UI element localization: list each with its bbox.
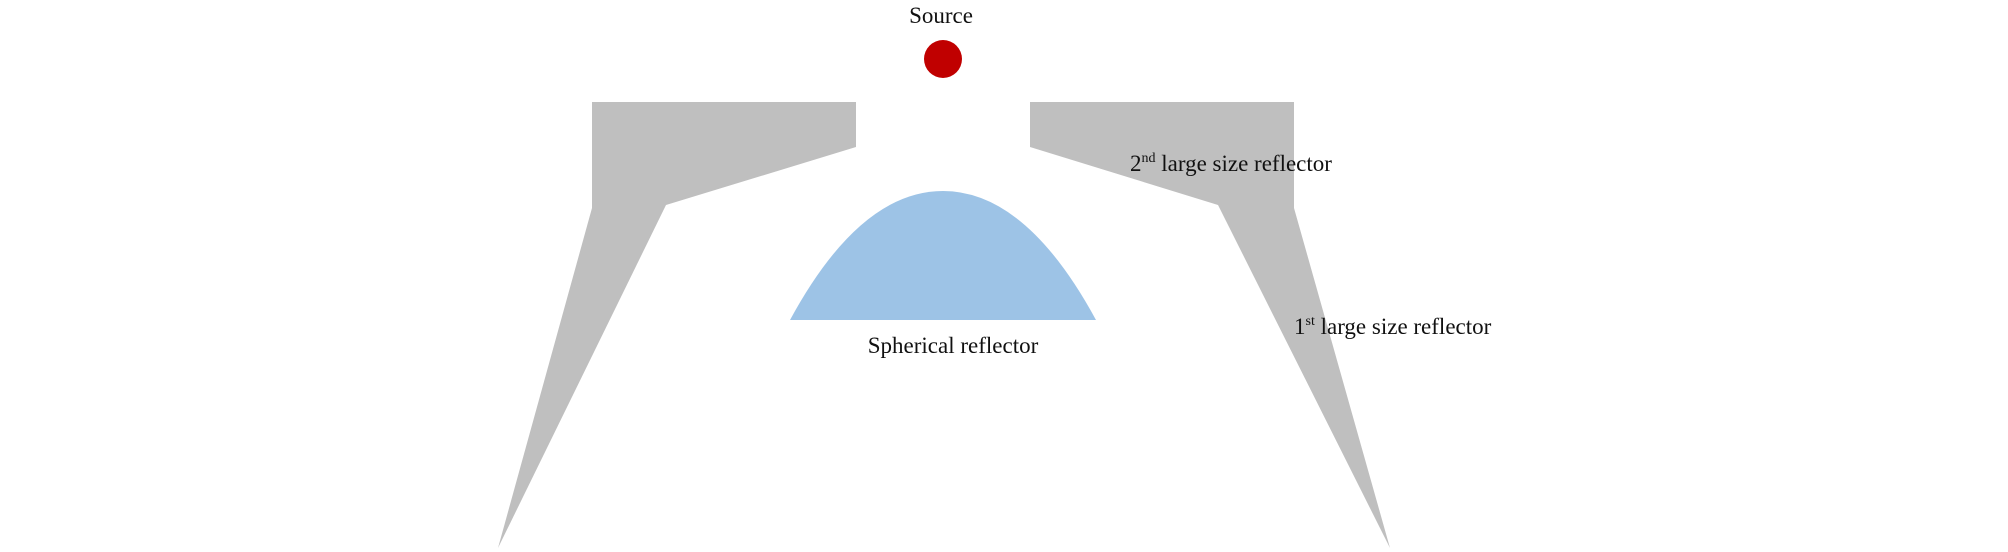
right-large-reflector (1030, 102, 1390, 548)
spherical-reflector (790, 191, 1096, 320)
second-reflector-label: 2nd large size reflector (1130, 151, 1332, 176)
source-dot (924, 40, 962, 78)
left-large-reflector (498, 102, 856, 548)
first-reflector-label: 1st large size reflector (1294, 314, 1492, 339)
spherical-reflector-label: Spherical reflector (868, 333, 1039, 358)
source-label: Source (909, 3, 973, 28)
